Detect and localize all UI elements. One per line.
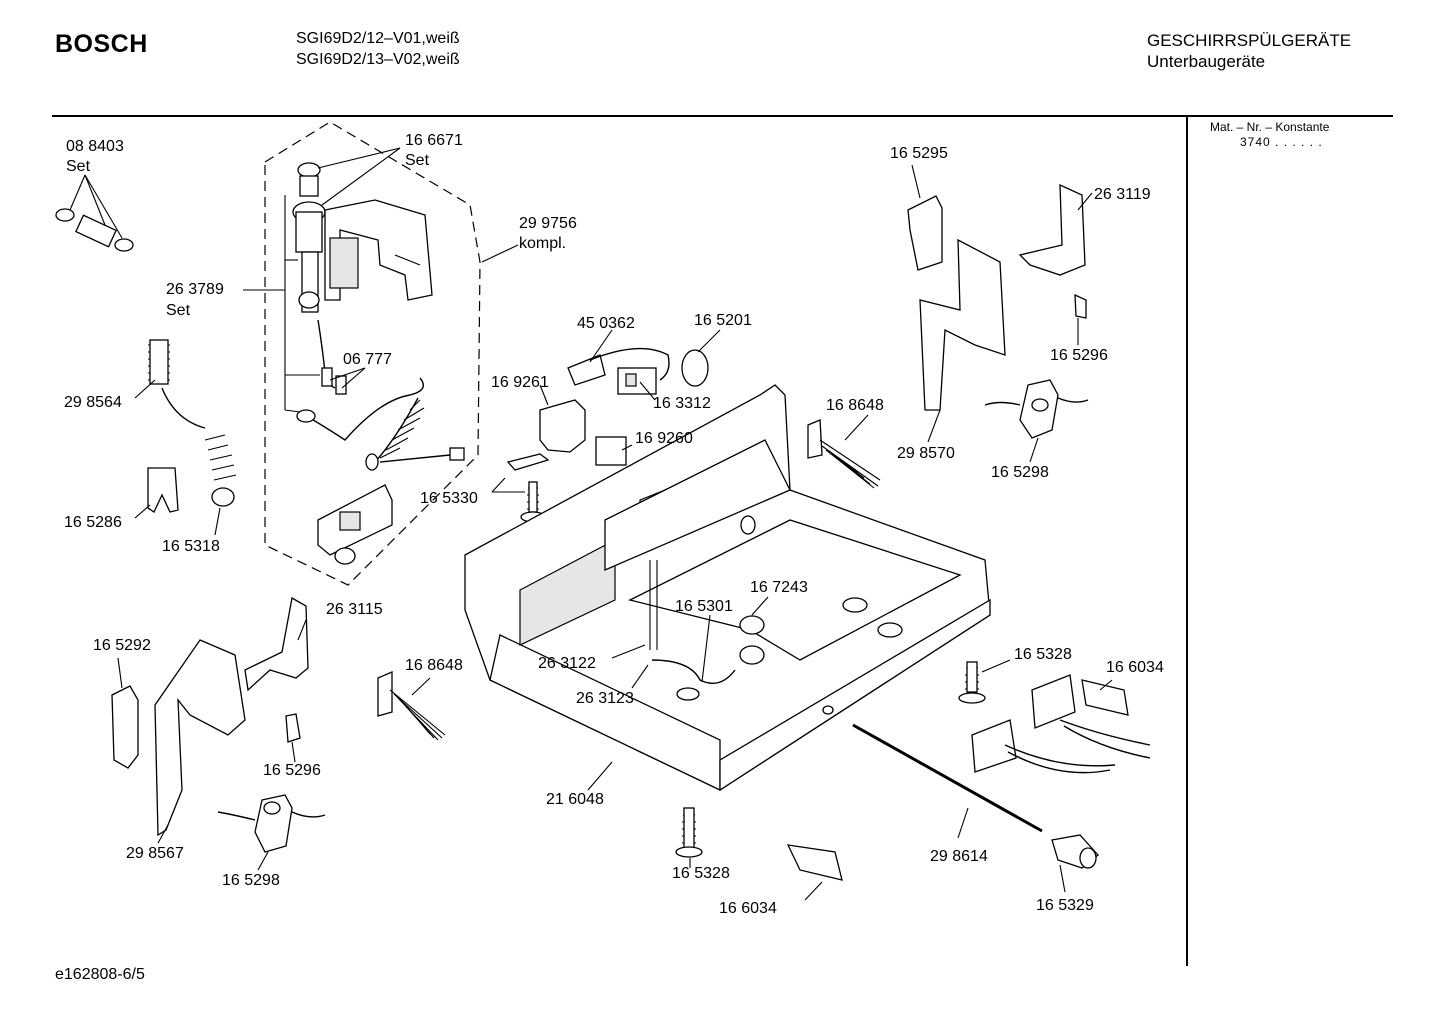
part-label-299756: 29 9756 bbox=[519, 215, 577, 232]
base-frame bbox=[464, 384, 991, 792]
part-label-165296-right: 16 5296 bbox=[1050, 347, 1108, 364]
threaded-rod bbox=[852, 723, 1043, 833]
hose-with-clamps bbox=[55, 208, 134, 252]
part-label-165292: 16 5292 bbox=[93, 637, 151, 654]
aquastop-valve bbox=[292, 162, 433, 313]
part-label-06777: 06 777 bbox=[343, 351, 392, 368]
door-lock-right bbox=[984, 379, 1089, 439]
connector-strip-lower bbox=[786, 844, 843, 881]
part-label-216048: 21 6048 bbox=[546, 791, 604, 808]
part-label-167243: 16 7243 bbox=[750, 579, 808, 596]
valve-assembly-outline bbox=[264, 121, 481, 586]
part-label-263115: 26 3115 bbox=[326, 601, 383, 618]
model-line-2: SGI69D2/13–V02,weiß bbox=[296, 51, 460, 68]
kompl-label: kompl. bbox=[519, 235, 566, 252]
part-label-166034-right: 16 6034 bbox=[1106, 659, 1164, 676]
part-label-088403: 08 8403 bbox=[66, 138, 124, 155]
subcategory-title: Unterbaugeräte bbox=[1147, 52, 1266, 71]
part-label-165328-front: 16 5328 bbox=[672, 865, 730, 882]
leader-lines bbox=[69, 147, 1113, 901]
part-label-165298-right: 16 5298 bbox=[991, 464, 1049, 481]
part-label-169261: 16 9261 bbox=[491, 374, 549, 391]
part-label-166034-front: 16 6034 bbox=[719, 900, 777, 917]
part-label-298564: 29 8564 bbox=[64, 394, 122, 411]
document-id: e162808-6/5 bbox=[55, 966, 145, 983]
part-label-165329: 16 5329 bbox=[1036, 897, 1094, 914]
leveling-screw-front bbox=[675, 807, 703, 858]
leveling-screw-right bbox=[958, 661, 986, 704]
part-label-263119: 26 3119 bbox=[1094, 186, 1151, 203]
part-label-165328-right: 16 5328 bbox=[1014, 646, 1072, 663]
hinge-bracket-right bbox=[907, 183, 1087, 411]
part-label-165295: 16 5295 bbox=[890, 145, 948, 162]
drain-hose bbox=[148, 339, 237, 507]
part-label-165330: 16 5330 bbox=[420, 490, 478, 507]
model-line-1: SGI69D2/12–V01,weiß bbox=[296, 30, 460, 47]
heating-cable-assembly bbox=[567, 347, 709, 395]
detergent-bracket bbox=[506, 399, 586, 471]
part-label-263789: 26 3789 bbox=[166, 281, 224, 298]
sensor-module bbox=[595, 436, 627, 466]
connector-strip-upper bbox=[1081, 679, 1129, 716]
part-label-165298-left: 16 5298 bbox=[222, 872, 280, 889]
part-label-168648-right: 16 8648 bbox=[826, 397, 884, 414]
hinge-bracket-left bbox=[111, 596, 309, 837]
part-label-298567: 29 8567 bbox=[126, 845, 184, 862]
part-label-263123: 26 3123 bbox=[576, 690, 634, 707]
part-label-450362: 45 0362 bbox=[577, 315, 635, 332]
set-label-b: Set bbox=[405, 152, 430, 169]
part-label-168648-left: 16 8648 bbox=[405, 657, 463, 674]
part-label-165296-left: 16 5296 bbox=[263, 762, 321, 779]
set-label-a: Set bbox=[66, 158, 91, 175]
part-label-165286: 16 5286 bbox=[64, 514, 122, 531]
brand-logo: BOSCH bbox=[55, 30, 148, 58]
category-title: GESCHIRRSPÜLGERÄTE bbox=[1147, 31, 1352, 50]
rod-cap bbox=[1051, 834, 1099, 869]
set-label-c: Set bbox=[166, 302, 191, 319]
door-spring-left bbox=[377, 671, 446, 741]
part-label-298570: 29 8570 bbox=[897, 445, 955, 462]
part-label-263122: 26 3122 bbox=[538, 655, 596, 672]
part-label-298614: 29 8614 bbox=[930, 848, 988, 865]
part-label-169260: 16 9260 bbox=[635, 430, 693, 447]
part-label-165201: 16 5201 bbox=[694, 312, 752, 329]
material-number-heading: Mat. – Nr. – Konstante bbox=[1210, 120, 1330, 134]
door-spring-right bbox=[807, 419, 881, 489]
hose-clip bbox=[147, 467, 179, 513]
material-number-value: 3740 . . . . . . bbox=[1240, 135, 1323, 149]
valve-mounting-plate bbox=[317, 484, 393, 565]
drain-hose-coil bbox=[365, 397, 465, 471]
part-label-166671: 16 6671 bbox=[405, 132, 463, 149]
part-label-165318: 16 5318 bbox=[162, 538, 220, 555]
cable-connectors bbox=[971, 674, 1151, 774]
part-label-163312: 16 3312 bbox=[653, 395, 711, 412]
door-lock-left bbox=[217, 794, 326, 853]
part-label-165301: 16 5301 bbox=[675, 598, 733, 615]
